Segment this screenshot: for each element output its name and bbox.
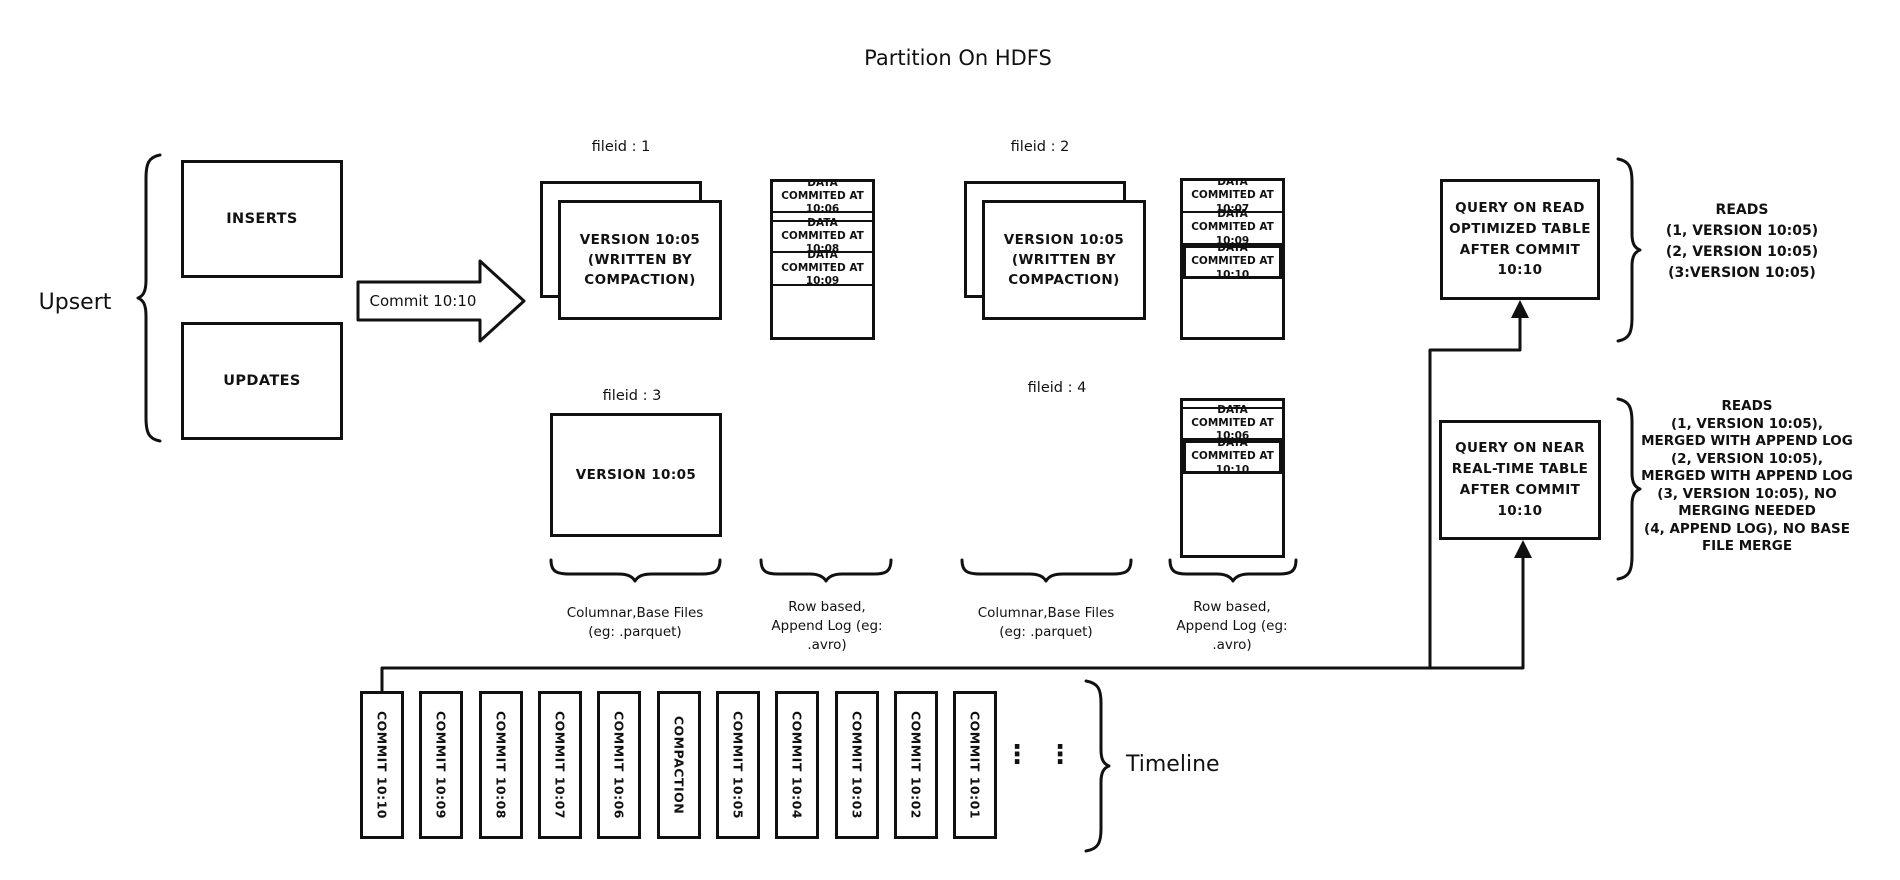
upsert-label: Upsert [38, 289, 112, 315]
timeline-entry-label: COMMIT 10:02 [908, 711, 924, 819]
timeline-ellipsis: ⋮ [1004, 740, 1030, 770]
append-log-free-space [773, 286, 872, 337]
timeline-label: Timeline [1126, 752, 1220, 777]
append-log-fileid-2: DATA COMMITED AT 10:07 DATA COMMITED AT … [1180, 178, 1285, 340]
fileid-1-label: fileid : 1 [591, 139, 651, 155]
page-title: Partition On HDFS [864, 46, 1052, 70]
timeline-entry: COMMIT 10:06 [597, 691, 641, 839]
timeline-entry-label: COMMIT 10:04 [789, 711, 805, 819]
append-log-row: DATA COMMITED AT 10:06 [773, 182, 872, 215]
inserts-box: INSERTS [181, 160, 343, 278]
timeline-entry-label: COMMIT 10:05 [730, 711, 746, 819]
append-log-fileid-1: DATA COMMITED AT 10:06 DATA COMMITED AT … [770, 179, 875, 340]
reads-brace-read-optimized [1616, 157, 1642, 343]
fileid-1-base-file: VERSION 10:05 (WRITTEN BY COMPACTION) [558, 200, 722, 320]
timeline-entry-label: COMMIT 10:03 [849, 711, 865, 819]
commit-arrow-label: Commit 10:10 [369, 292, 477, 310]
timeline-entry-label: COMMIT 10:07 [552, 711, 568, 819]
arrowhead-near-realtime [1514, 540, 1532, 558]
timeline-ellipsis: ⋮ [1047, 740, 1073, 770]
timeline-entry: COMMIT 10:04 [775, 691, 819, 839]
timeline-entry-label: COMMIT 10:08 [493, 711, 509, 819]
timeline-entry: COMMIT 10:10 [360, 691, 404, 839]
append-log-free-space [1183, 474, 1282, 555]
append-log-row: DATA COMMITED AT 10:09 [773, 249, 872, 287]
timeline-entry: COMMIT 10:03 [835, 691, 879, 839]
fileid-2-label: fileid : 2 [1010, 139, 1070, 155]
append-log-fileid-4: DATA COMMITED AT 10:06 DATA COMMITED AT … [1180, 398, 1285, 558]
append-log-row: DATA COMMITED AT 10:09 [1183, 208, 1282, 247]
append-log-brace-b [1168, 558, 1298, 583]
timeline-entry: COMPACTION [657, 691, 701, 839]
append-log-row: DATA COMMITED AT 10:06 [1183, 404, 1282, 442]
timeline-brace [1084, 679, 1111, 853]
row-based-append-log-caption-a: Row based, Append Log (eg: .avro) [771, 599, 883, 654]
timeline-entry: COMMIT 10:05 [716, 691, 760, 839]
timeline-entry-label: COMPACTION [671, 715, 687, 815]
timeline-entry-label: COMMIT 10:10 [374, 711, 390, 819]
reads-read-optimized: READS (1, VERSION 10:05) (2, VERSION 10:… [1665, 202, 1819, 281]
timeline-to-near-realtime-line [380, 554, 1525, 694]
timeline-to-read-optimized-line [1428, 314, 1522, 670]
arrowhead-read-optimized [1511, 300, 1529, 318]
timeline-entry-label: COMMIT 10:06 [611, 711, 627, 819]
query-near-realtime-box: QUERY ON NEAR REAL-TIME TABLE AFTER COMM… [1439, 420, 1601, 540]
updates-box: UPDATES [181, 322, 343, 440]
timeline-entry: COMMIT 10:01 [953, 691, 997, 839]
timeline-entry-label: COMMIT 10:09 [433, 711, 449, 819]
append-log-row-latest: DATA COMMITED AT 10:10 [1183, 437, 1282, 476]
timeline-entry: COMMIT 10:09 [419, 691, 463, 839]
append-log-row: DATA COMMITED AT 10:07 [1183, 181, 1282, 215]
timeline-entry: COMMIT 10:08 [479, 691, 523, 839]
append-log-row: DATA COMMITED AT 10:08 [773, 217, 872, 255]
reads-brace-near-realtime [1616, 397, 1642, 581]
fileid-3-label: fileid : 3 [602, 388, 662, 404]
query-read-optimized-box: QUERY ON READ OPTIMIZED TABLE AFTER COMM… [1440, 179, 1600, 300]
append-log-row-latest: DATA COMMITED AT 10:10 [1183, 242, 1282, 281]
append-log-empty-slot [1183, 401, 1282, 409]
timeline-entry-label: COMMIT 10:01 [967, 711, 983, 819]
append-log-empty-slot [773, 213, 872, 222]
columnar-files-brace-a [549, 558, 722, 583]
timeline-entry: COMMIT 10:07 [538, 691, 582, 839]
upsert-brace [136, 153, 162, 443]
fileid-3-base-file: VERSION 10:05 [550, 413, 722, 537]
commit-arrow [356, 259, 526, 343]
fileid-2-base-file: VERSION 10:05 (WRITTEN BY COMPACTION) [982, 200, 1146, 320]
append-log-free-space [1183, 279, 1282, 337]
row-based-append-log-caption-b: Row based, Append Log (eg: .avro) [1176, 599, 1288, 654]
timeline-entry: COMMIT 10:02 [894, 691, 938, 839]
fileid-4-label: fileid : 4 [1027, 380, 1087, 396]
columnar-files-brace-b [960, 558, 1133, 583]
columnar-base-files-caption-a: Columnar,Base Files (eg: .parquet) [566, 605, 704, 641]
columnar-base-files-caption-b: Columnar,Base Files (eg: .parquet) [977, 605, 1115, 641]
append-log-brace-a [759, 558, 893, 583]
reads-near-realtime: READS (1, VERSION 10:05), MERGED WITH AP… [1641, 398, 1853, 554]
